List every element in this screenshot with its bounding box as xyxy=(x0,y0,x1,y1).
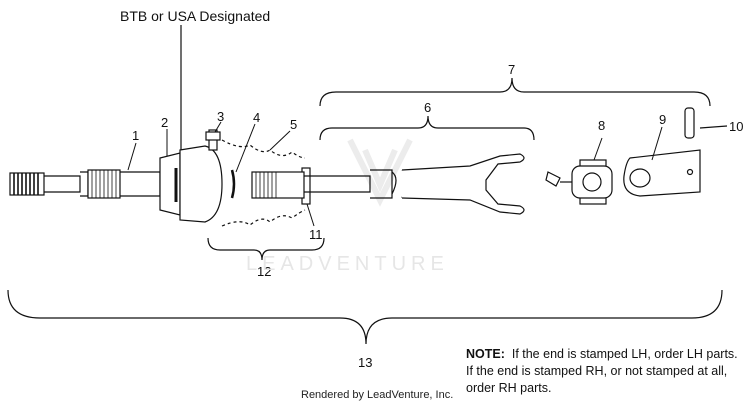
watermark-text: LEADVENTURE xyxy=(246,253,449,275)
note-text: If the end is stamped LH, order LH parts… xyxy=(466,347,738,395)
stub-shaft-part-1 xyxy=(9,169,161,199)
callout-2: 2 xyxy=(161,115,169,130)
leadventure-logo-watermark xyxy=(347,138,413,207)
callout-10: 10 xyxy=(729,119,744,134)
boot-part-5 xyxy=(221,139,306,227)
driveshaft-yoke-part-6 xyxy=(251,153,525,215)
note-prefix: NOTE: xyxy=(466,347,505,361)
callout-1: 1 xyxy=(132,128,140,143)
callout-7: 7 xyxy=(508,62,516,77)
callout-3: 3 xyxy=(217,109,225,124)
cv-joint-housing-part-2 xyxy=(159,145,223,223)
brace-13 xyxy=(7,289,723,345)
brace-6 xyxy=(319,115,535,141)
pin-part-10 xyxy=(684,107,728,139)
yoke-part-9 xyxy=(623,149,701,197)
callout-4: 4 xyxy=(253,110,261,125)
callout-11: 11 xyxy=(309,227,323,242)
brace-12 xyxy=(207,237,325,261)
u-joint-part-8 xyxy=(545,159,613,205)
leader-lines xyxy=(127,121,663,227)
callout-5: 5 xyxy=(290,117,298,132)
boot-clamp-part-4 xyxy=(230,169,236,199)
callout-12: 12 xyxy=(257,264,272,279)
header-label: BTB or USA Designated xyxy=(120,8,271,24)
callout-8: 8 xyxy=(598,118,606,133)
parts-note: NOTE: If the end is stamped LH, order LH… xyxy=(466,346,748,397)
callout-13: 13 xyxy=(358,355,373,370)
brace-7 xyxy=(319,77,711,107)
footer-credit: Rendered by LeadVenture, Inc. xyxy=(301,389,454,401)
callout-9: 9 xyxy=(659,112,667,127)
callout-6: 6 xyxy=(424,100,432,115)
clamp-part-3 xyxy=(205,129,221,151)
